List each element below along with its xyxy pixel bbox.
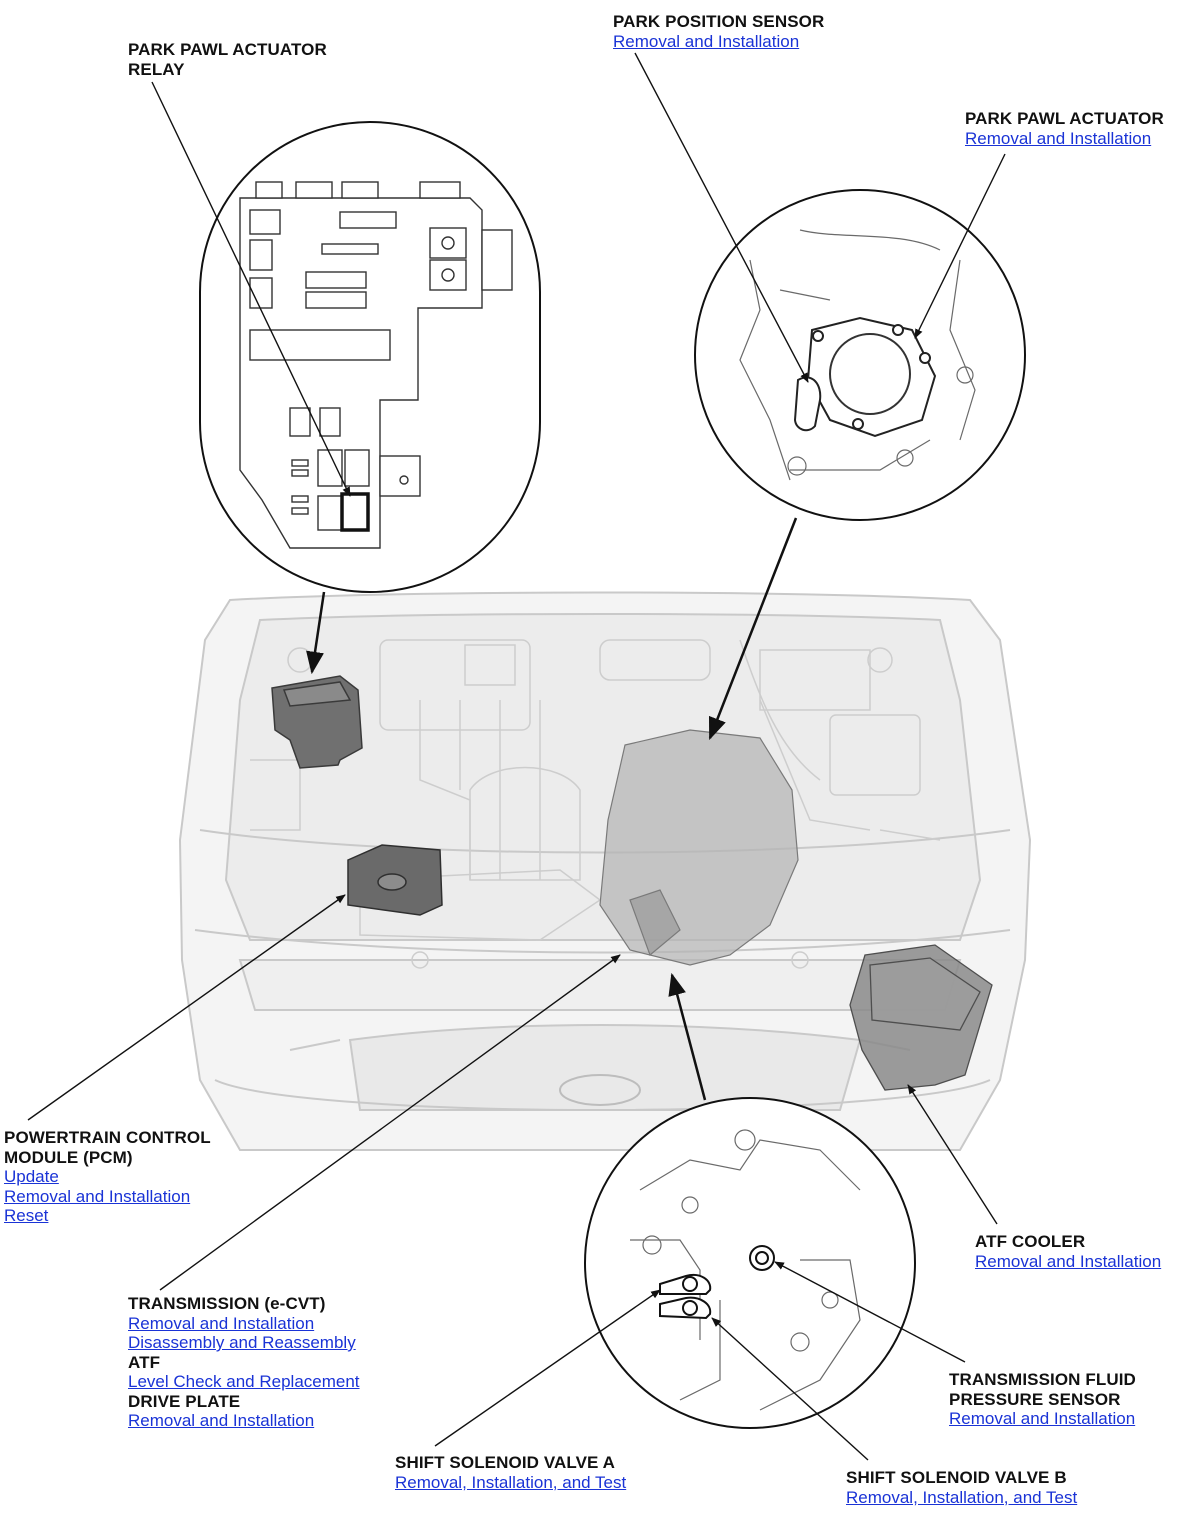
- label-transmission: TRANSMISSION (e-CVT) Removal and Install…: [128, 1294, 360, 1431]
- park-pawl-relay-title-1: PARK PAWL ACTUATOR: [128, 40, 327, 59]
- atf-cooler-leader: [907, 1084, 998, 1225]
- shift-solenoid-a-link[interactable]: Removal, Installation, and Test: [395, 1472, 627, 1492]
- label-park-pawl-actuator: PARK PAWL ACTUATOR Removal and Installat…: [965, 109, 1164, 148]
- solenoid-b-leader: [711, 1317, 869, 1461]
- fuse-box-bubble: [199, 121, 541, 593]
- atf-cooler-title: ATF COOLER: [975, 1232, 1086, 1251]
- pcm-removal-link[interactable]: Removal and Installation: [4, 1186, 191, 1206]
- pcm-title-2: MODULE (PCM): [4, 1147, 133, 1167]
- relay-socket: [340, 492, 370, 532]
- pcm-update-link[interactable]: Update: [4, 1167, 59, 1186]
- pressure-sensor-leader: [774, 1261, 966, 1363]
- tf-pressure-sensor-title-1: TRANSMISSION FLUID: [949, 1370, 1136, 1389]
- transmission-removal-link[interactable]: Removal and Installation: [128, 1313, 315, 1333]
- tf-pressure-sensor-removal-link[interactable]: Removal and Installation: [949, 1409, 1136, 1428]
- drive-plate-removal-link[interactable]: Removal and Installation: [128, 1411, 315, 1430]
- transmission-title: TRANSMISSION (e-CVT): [128, 1294, 326, 1313]
- shift-solenoid-b-link[interactable]: Removal, Installation, and Test: [846, 1487, 1078, 1507]
- label-atf-cooler: ATF COOLER Removal and Installation: [975, 1232, 1161, 1271]
- fuse-box-highlight: [271, 675, 363, 769]
- leader-lines: [27, 52, 1006, 1461]
- transmission-leader: [159, 954, 621, 1291]
- park-pawl-actuator-title: PARK PAWL ACTUATOR: [965, 109, 1164, 128]
- label-park-position-sensor: PARK POSITION SENSOR Removal and Install…: [613, 12, 824, 51]
- solenoid-bubble: [584, 1097, 916, 1429]
- tf-pressure-sensor-title-2: PRESSURE SENSOR: [949, 1389, 1121, 1409]
- pcm-leader: [27, 894, 346, 1121]
- label-park-pawl-relay: PARK PAWL ACTUATOR RELAY: [128, 40, 327, 79]
- solenoid-a-leader: [434, 1289, 661, 1447]
- park-pawl-bubble: [694, 189, 1026, 521]
- label-shift-solenoid-a: SHIFT SOLENOID VALVE A Removal, Installa…: [395, 1453, 626, 1492]
- park-pawl-relay-title-2: RELAY: [128, 59, 185, 79]
- label-pcm: POWERTRAIN CONTROL MODULE (PCM) Update R…: [4, 1128, 211, 1226]
- shift-solenoid-b-title: SHIFT SOLENOID VALVE B: [846, 1468, 1067, 1487]
- atf-title: ATF: [128, 1352, 161, 1372]
- transmission-disassembly-link[interactable]: Disassembly and Reassembly: [128, 1333, 356, 1352]
- pcm-title-1: POWERTRAIN CONTROL: [4, 1128, 211, 1147]
- park-position-leader: [634, 52, 809, 383]
- label-tf-pressure-sensor: TRANSMISSION FLUID PRESSURE SENSOR Remov…: [949, 1370, 1136, 1429]
- atf-level-check-link[interactable]: Level Check and Replacement: [128, 1372, 360, 1391]
- pawl-bubble-arrow: [708, 517, 798, 741]
- drive-plate-title: DRIVE PLATE: [128, 1391, 241, 1411]
- park-pawl-leader: [914, 153, 1006, 339]
- park-position-sensor-removal-link[interactable]: Removal and Installation: [613, 31, 800, 51]
- pcm-reset-link[interactable]: Reset: [4, 1206, 49, 1225]
- transmission-highlight: [599, 729, 799, 966]
- pcm-highlight: [347, 844, 443, 916]
- atf-cooler-highlight: [849, 944, 993, 1091]
- atf-cooler-removal-link[interactable]: Removal and Installation: [975, 1251, 1162, 1271]
- shift-solenoid-a-title: SHIFT SOLENOID VALVE A: [395, 1453, 616, 1472]
- relay-leader: [151, 81, 351, 497]
- solenoid-bubble-arrow: [668, 972, 707, 1101]
- fuse-bubble-arrow: [306, 591, 326, 675]
- park-position-sensor-title: PARK POSITION SENSOR: [613, 12, 825, 31]
- label-shift-solenoid-b: SHIFT SOLENOID VALVE B Removal, Installa…: [846, 1468, 1077, 1507]
- park-pawl-actuator-removal-link[interactable]: Removal and Installation: [965, 128, 1152, 148]
